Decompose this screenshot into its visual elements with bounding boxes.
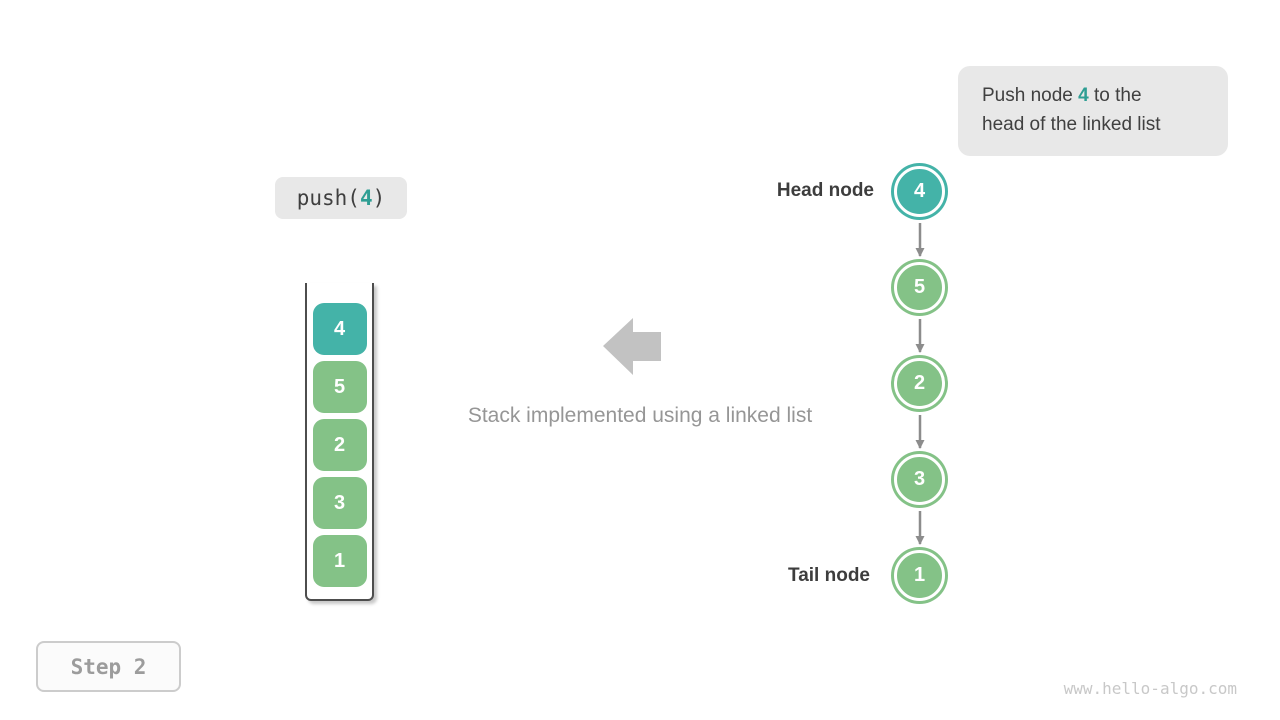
stack-item: 4 [312,303,367,355]
stack-item: 1 [312,535,367,587]
callout-push-node: Push node 4 to the head of the linked li… [958,66,1228,156]
stack-container: 4 5 2 3 1 [305,283,374,601]
stack-item: 2 [312,419,367,471]
stack-item: 3 [312,477,367,529]
push-code-suffix: ) [372,186,386,210]
callout-line1-prefix: Push node [982,85,1079,106]
callout-line2: head of the linked list [982,114,1161,135]
linked-list-node: 1 [894,550,945,601]
callout-highlight-value: 4 [1078,85,1089,106]
push-code-arg: 4 [359,186,373,210]
linked-list-node: 5 [894,262,945,313]
stack-item: 5 [312,361,367,413]
linked-list-node: 2 [894,358,945,409]
push-operation-chip: push(4) [275,177,407,219]
watermark-text: www.hello-algo.com [1063,679,1237,698]
linked-list-node: 3 [894,454,945,505]
linked-list-node: 4 [894,166,945,217]
caption-text: Stack implemented using a linked list [467,404,813,427]
callout-line1-suffix: to the [1088,85,1142,106]
connector-arrow-icon [915,223,925,545]
step-badge: Step 2 [36,641,181,692]
tail-node-label: Tail node [788,565,870,586]
head-node-label: Head node [776,180,874,201]
left-arrow-icon [603,318,661,375]
push-code-prefix: push( [296,186,360,210]
